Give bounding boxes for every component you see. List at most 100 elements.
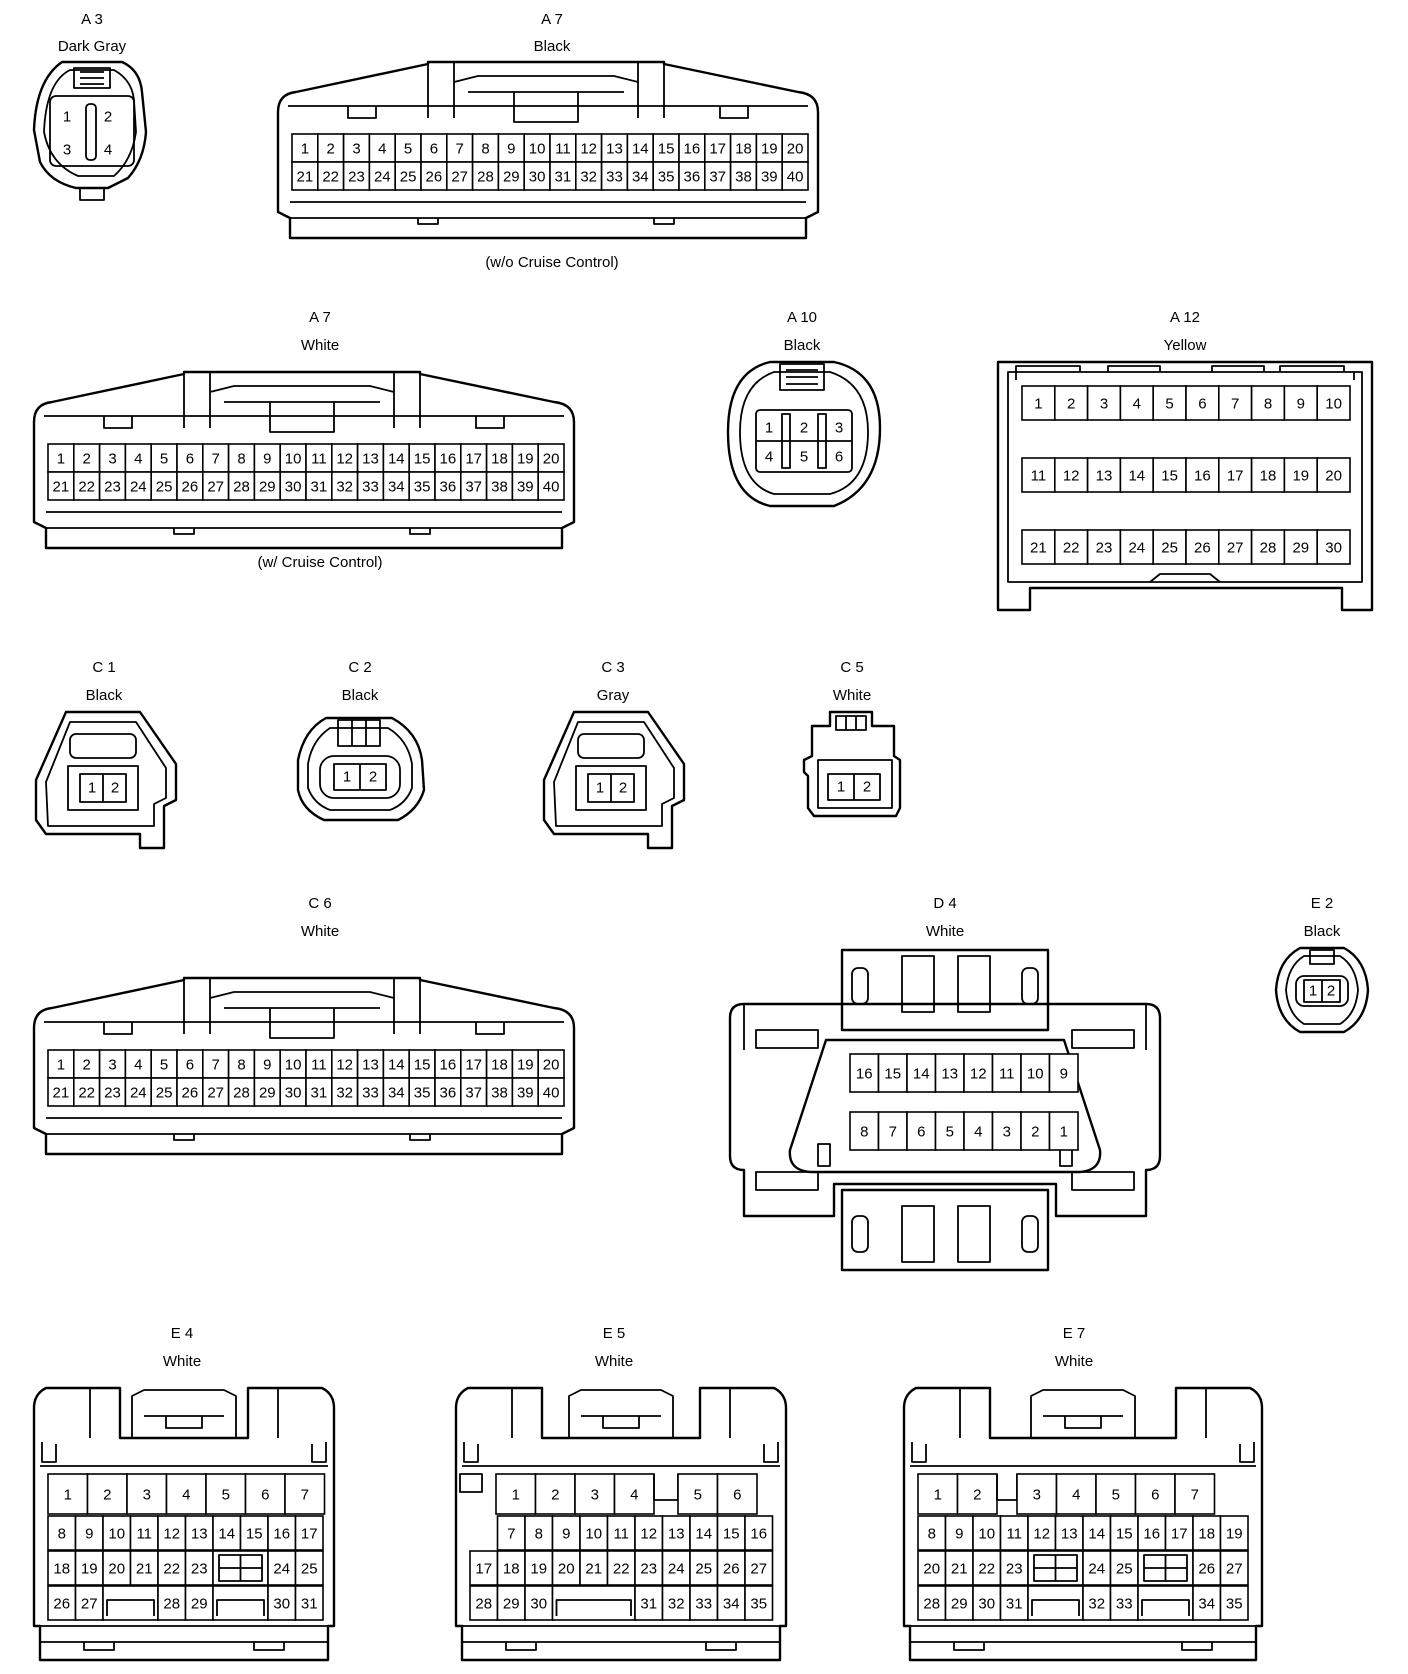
- e5-pin: 29: [503, 1596, 520, 1613]
- a7-black-pin: 8: [481, 141, 489, 158]
- a10-pin: 5: [800, 449, 808, 466]
- c6-pin: 34: [388, 1085, 405, 1102]
- e7-pin: 35: [1226, 1596, 1243, 1613]
- a3-housing: [32, 60, 148, 190]
- c3-pin: 2: [619, 780, 627, 797]
- a7-white-pin: 27: [207, 479, 224, 496]
- a7-black-pin: 27: [451, 169, 468, 186]
- d4-pin: 1: [1060, 1124, 1068, 1141]
- a7-black-cavity: [368, 133, 396, 163]
- e5-cavity: [634, 1585, 664, 1621]
- a7-black-pin: 22: [322, 169, 339, 186]
- c6-cavity: [202, 1049, 230, 1079]
- c1-latch: [69, 733, 137, 759]
- a12-pin: 10: [1325, 396, 1342, 413]
- e4-pin: 9: [85, 1526, 93, 1543]
- a3-inner-shell: [43, 69, 137, 177]
- d4-cavity: [934, 1053, 965, 1093]
- a7-black-pin: 7: [456, 141, 464, 158]
- a12-pin: 4: [1133, 396, 1141, 413]
- e4-cavity: [157, 1550, 187, 1586]
- c6-pin: 33: [362, 1085, 379, 1102]
- connector-e7-color: White: [1055, 1353, 1093, 1370]
- e4-pin: 4: [182, 1487, 190, 1504]
- a7-white-pin: 18: [491, 451, 508, 468]
- d4-pin: 2: [1031, 1124, 1039, 1141]
- e4-pin: 14: [218, 1526, 235, 1543]
- e7-pin: 3: [1033, 1487, 1041, 1504]
- c1-pin-field: [67, 765, 139, 811]
- a7-black-cavity: [678, 161, 706, 191]
- a12-pin: 22: [1063, 540, 1080, 557]
- a7-white-pin: 12: [336, 451, 353, 468]
- c6-pin: 12: [336, 1057, 353, 1074]
- a7-black-cavity: [600, 161, 629, 191]
- d4-cavity: [1048, 1111, 1079, 1151]
- c5-pin: 1: [837, 779, 845, 796]
- e5-pin: 35: [750, 1596, 767, 1613]
- e5-cavity: [574, 1473, 616, 1515]
- e7-pin: 29: [951, 1596, 968, 1613]
- e7-cavity: [1174, 1473, 1216, 1515]
- e4-pin: 8: [58, 1526, 66, 1543]
- c3-pin-field: [575, 765, 647, 811]
- e5-pin: 23: [640, 1561, 657, 1578]
- a7-black-cavity: [781, 133, 809, 163]
- a7-black-cavity: [549, 161, 577, 191]
- e4-cavity: [74, 1550, 104, 1586]
- a7-black-housing: [276, 60, 820, 240]
- e7-pin: 19: [1226, 1526, 1243, 1543]
- e4-pin: 22: [163, 1561, 180, 1578]
- a7-white-pin: 20: [543, 451, 560, 468]
- c6-pin: 35: [414, 1085, 431, 1102]
- a7-white-cavity: [98, 471, 127, 501]
- e4-cavity: [47, 1473, 89, 1515]
- c5-pin-field: [817, 759, 893, 809]
- e7-housing: [902, 1386, 1264, 1662]
- e7-pin: 21: [951, 1561, 968, 1578]
- a12-pin: 2: [1067, 396, 1075, 413]
- a7-white-pin: 17: [465, 451, 482, 468]
- c6-pin: 4: [134, 1057, 142, 1074]
- connector-e7-code: E 7: [1063, 1325, 1086, 1342]
- d4-pin: 3: [1003, 1124, 1011, 1141]
- e7-pin: 9: [955, 1526, 963, 1543]
- e4-pin: 12: [163, 1526, 180, 1543]
- e7-cavity: [917, 1550, 947, 1586]
- e7-pin: 10: [978, 1526, 995, 1543]
- e5-pin: 27: [750, 1561, 767, 1578]
- d4-bottom-clip: [840, 1188, 1050, 1272]
- d4-clip-slot: [957, 1205, 991, 1263]
- a12-cavity: [1086, 529, 1122, 565]
- e4-pin: 24: [273, 1561, 290, 1578]
- e4-cavity: [74, 1515, 104, 1551]
- a3-pin-field: [49, 95, 135, 167]
- connector-c6-color: White: [301, 923, 339, 940]
- e4-cavity: [294, 1515, 324, 1551]
- d4-pin: 11: [999, 1066, 1015, 1083]
- a7-black-pin: 15: [658, 141, 675, 158]
- a12-pin: 11: [1031, 468, 1047, 485]
- connector-c3-color: Gray: [597, 687, 630, 704]
- a7-white-pin: 40: [543, 479, 560, 496]
- empty-cavity: [1137, 1585, 1194, 1621]
- connector-e4-code: E 4: [171, 1325, 194, 1342]
- a12-pin: 29: [1292, 540, 1309, 557]
- a7-black-pin: 33: [606, 169, 623, 186]
- e4-pin: 23: [191, 1561, 208, 1578]
- e7-cavity: [1109, 1515, 1139, 1551]
- c2-inner-shell: [307, 727, 413, 811]
- a7-white-pin: 5: [160, 451, 168, 468]
- e5-cavity: [634, 1550, 664, 1586]
- a7-black-pin: 29: [503, 169, 520, 186]
- c6-cavity: [537, 1077, 565, 1107]
- a7-white-cavity: [150, 471, 178, 501]
- c6-pin: 40: [543, 1085, 560, 1102]
- e7-cavity: [999, 1515, 1029, 1551]
- e4-pin: 20: [108, 1561, 125, 1578]
- d4-pin: 15: [884, 1066, 901, 1083]
